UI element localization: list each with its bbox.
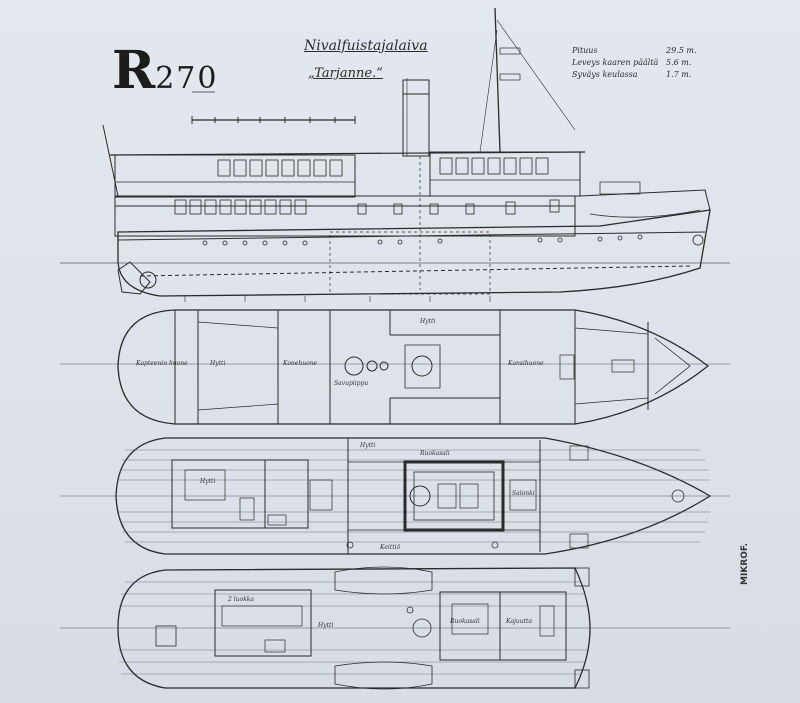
room-label: Kajuutta [506,618,533,625]
spec-draught-label: Syväys keulassa [572,70,638,79]
side-elevation [102,7,711,297]
vessel-name: „Tarjanne.” [308,66,383,81]
room-label: Hytti [318,622,334,629]
drawing-title: Nivalfuistajalaiva [304,38,428,54]
sheet-number-letter: R [112,40,156,101]
scale-bar [191,91,356,124]
room-label: Konehuone [283,360,318,367]
microfilm-stamp: MIKROF. [740,542,750,585]
room-label: Salonki [512,490,535,497]
lower-deck-plan [117,566,591,690]
room-label: Kansihuone [508,360,544,367]
room-label: Ruokasali [420,450,450,457]
room-label: Hytti [200,478,216,485]
spec-length-label: Pituus [572,46,598,55]
main-deck-plan [115,437,712,555]
room-label: Hytti [420,318,436,325]
spec-draught-value: 1.7 m. [666,70,692,79]
room-label: Keittiö [380,544,401,551]
room-label: Kapteenin huone [136,360,188,367]
sheet-number-digits: 270 [155,61,219,96]
deck-plan [117,309,710,425]
frame-marks [184,296,491,302]
room-label: Ruokasali [450,618,480,625]
spec-beam-value: 5.6 m. [666,58,692,67]
room-label: 2 luokka [228,596,254,603]
sheet-number: R270 [112,40,218,101]
room-label: Hytti [210,360,226,367]
room-label: Savupiippu [334,380,369,387]
spec-beam-label: Leveys kaaren päältä [572,58,659,67]
spec-length-value: 29.5 m. [666,46,697,55]
room-label: Hytti [360,442,376,449]
